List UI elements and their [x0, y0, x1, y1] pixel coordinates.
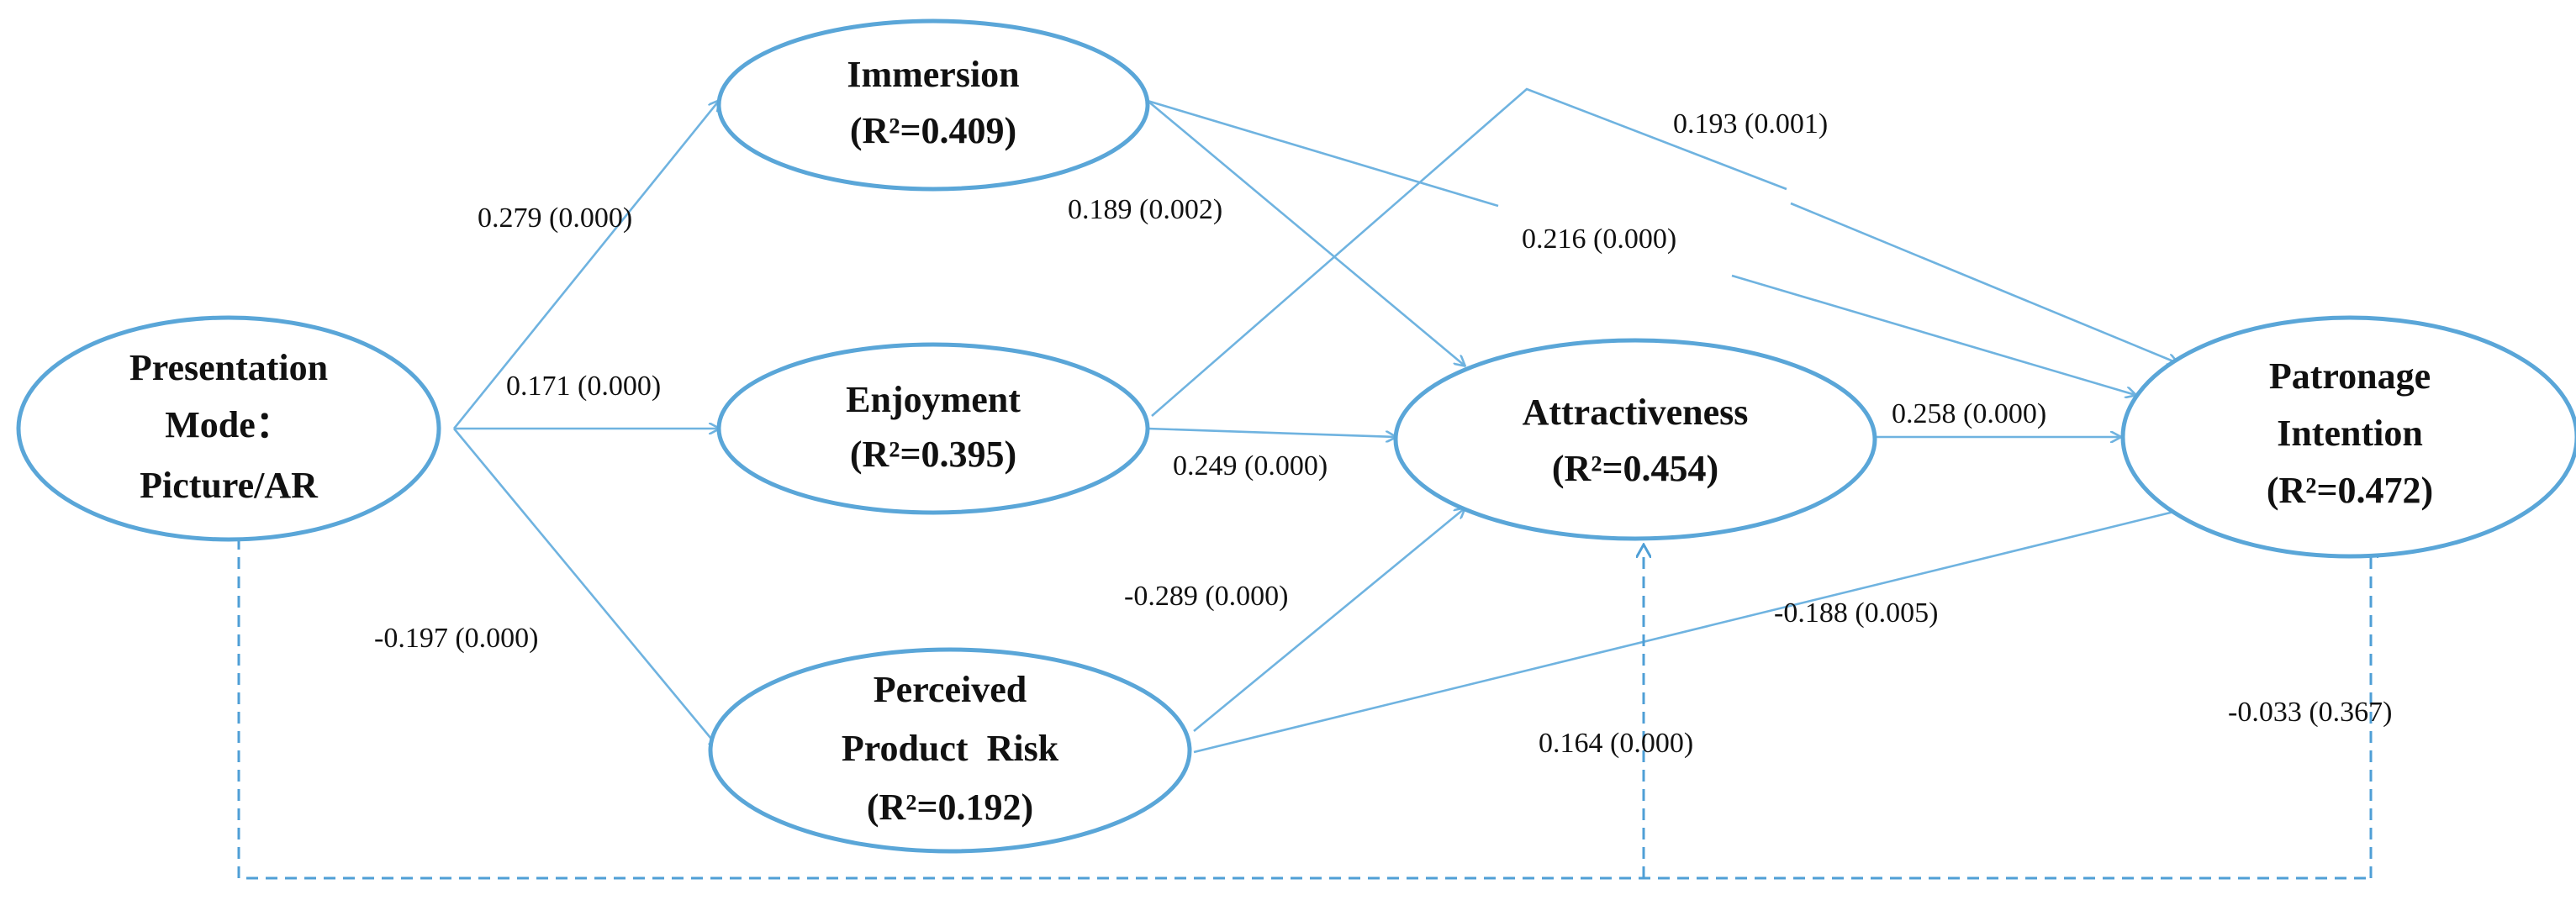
node-label-line: Mode：	[165, 404, 293, 445]
coef-risk-patronage: -0.188 (0.005)	[1774, 597, 1938, 629]
node-label-line: Patronage	[2269, 355, 2431, 397]
coef-enjoyment-attr: 0.249 (0.000)	[1173, 450, 1328, 482]
edge-pm-risk	[452, 428, 719, 748]
node-label-line: (R²=0.395)	[850, 434, 1016, 475]
node-label-line: Presentation	[129, 347, 328, 388]
node-label-line: Enjoyment	[846, 379, 1021, 420]
coef-immersion-attr: 0.189 (0.002)	[1068, 194, 1222, 225]
node-label-line: Perceived	[874, 669, 1027, 710]
node-label-line: (R²=0.454)	[1552, 448, 1718, 489]
node-patronage-intention: Patronage Intention (R²=0.472)	[2120, 315, 2576, 559]
node-presentation-mode: Presentation Mode： Picture/AR	[16, 315, 441, 542]
coef-pm-risk: -0.197 (0.000)	[374, 623, 538, 654]
node-attractiveness: Attractiveness (R²=0.454)	[1393, 338, 1877, 541]
edge-pm-immersion	[452, 101, 719, 429]
edge-enjoyment-patronage-2	[1790, 202, 2177, 363]
node-label-line: (R²=0.409)	[850, 110, 1016, 151]
node-label-line: Picture/AR	[140, 465, 319, 506]
coef-enjoyment-patronage: 0.193 (0.001)	[1673, 108, 1828, 139]
node-label-line: Product Risk	[842, 728, 1059, 769]
coef-attr-patronage: 0.258 (0.000)	[1892, 398, 2046, 429]
edge-risk-attr	[1193, 508, 1465, 733]
coef-immersion-patronage: 0.216 (0.000)	[1522, 224, 1676, 255]
node-immersion: Immersion (R²=0.409)	[716, 18, 1150, 192]
coef-pm-attr-direct: 0.164 (0.000)	[1539, 728, 1693, 759]
node-label-line: (R²=0.192)	[867, 787, 1033, 828]
coef-risk-attr: -0.289 (0.000)	[1124, 581, 1288, 612]
coef-pm-enjoyment: 0.171 (0.000)	[506, 371, 661, 402]
node-enjoyment: Enjoyment (R²=0.395)	[716, 342, 1150, 515]
node-label-line: Immersion	[847, 54, 1019, 95]
coef-pm-patronage-direct: -0.033 (0.367)	[2228, 697, 2392, 728]
edge-immersion-patronage-2	[1731, 274, 2135, 395]
edge-pm-direct-dashed	[237, 538, 2371, 880]
edge-enjoyment-attr	[1147, 427, 1396, 437]
node-perceived-product-risk: Perceived Product Risk (R²=0.192)	[708, 647, 1192, 854]
node-label-line: Attractiveness	[1523, 392, 1749, 433]
edge-immersion-attr	[1147, 100, 1465, 366]
edge-enjoyment-patronage	[1151, 87, 1787, 417]
coef-pm-immersion: 0.279 (0.000)	[478, 203, 632, 234]
edge-immersion-patronage	[1147, 99, 1499, 208]
node-label-line: (R²=0.472)	[2267, 470, 2433, 511]
node-label-line: Intention	[2277, 413, 2423, 454]
edge-risk-patronage	[1193, 508, 2188, 754]
